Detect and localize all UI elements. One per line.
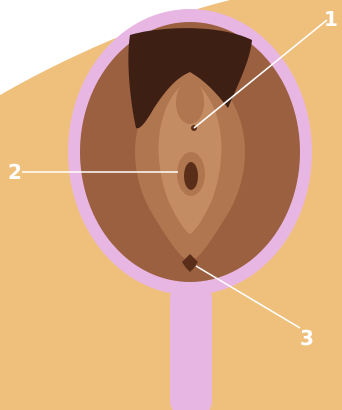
callout-label-3: 3 [300, 326, 314, 350]
mirror-handle [170, 282, 212, 410]
vaginal-opening [184, 162, 198, 190]
callout-label-1: 1 [324, 7, 338, 31]
callout-label-2: 2 [8, 160, 22, 184]
